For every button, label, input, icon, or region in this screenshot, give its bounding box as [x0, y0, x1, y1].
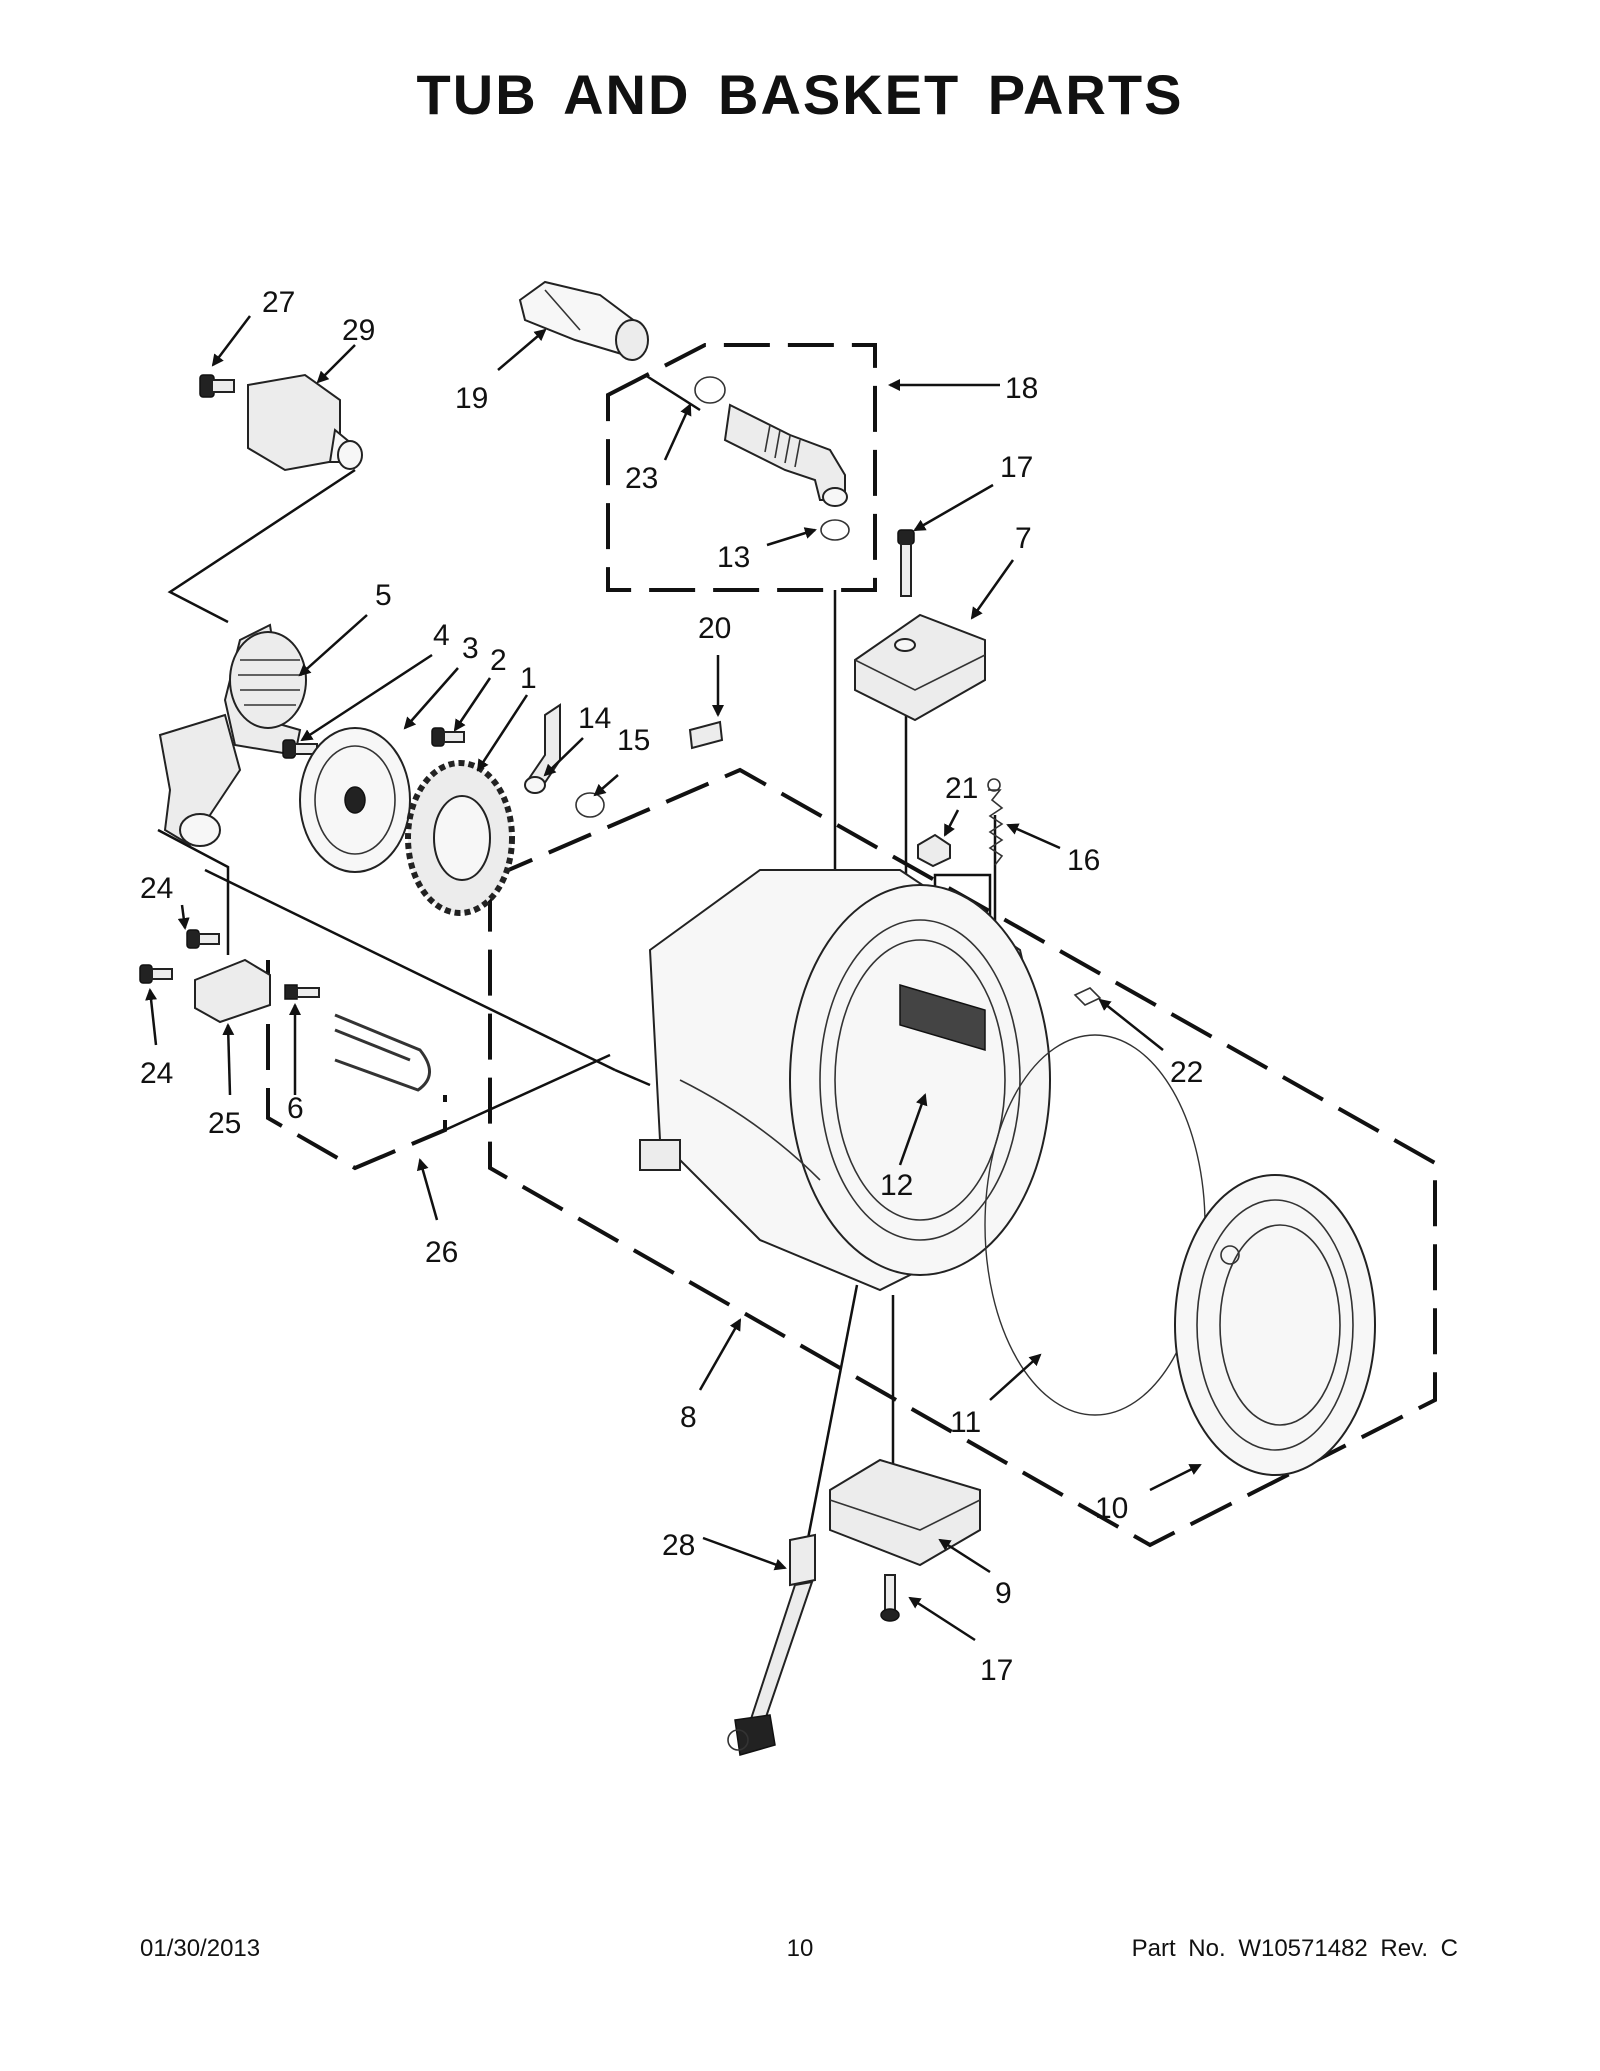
clamp-13-icon [820, 519, 850, 541]
fitting-14-icon [524, 703, 561, 794]
screw-24-upper-icon [186, 929, 220, 949]
screw-4-icon [282, 739, 318, 759]
callout-6: 6 [287, 1092, 304, 1125]
callout-17-bottom: 17 [980, 1654, 1013, 1687]
callout-17-top: 17 [1000, 451, 1033, 484]
callout-19: 19 [455, 382, 488, 415]
screw-27-icon [199, 374, 235, 398]
callout-4: 4 [433, 619, 450, 652]
screw-17-bottom-icon [880, 1574, 900, 1622]
callout-26: 26 [425, 1236, 458, 1269]
clip-22-icon [1073, 987, 1102, 1006]
callout-labels: 27 29 19 18 23 17 13 7 5 4 3 2 1 14 15 2… [140, 286, 1203, 1687]
callout-3: 3 [462, 632, 479, 665]
callout-13: 13 [717, 541, 750, 574]
callout-2: 2 [490, 644, 507, 677]
sensor-housing-25-icon [194, 958, 271, 1024]
screw-24-lower-icon [139, 964, 173, 984]
callout-20: 20 [698, 612, 731, 645]
screw-17-top-icon [897, 529, 915, 597]
callout-25: 25 [208, 1107, 241, 1140]
connection-lines [157, 373, 997, 1581]
callout-18: 18 [1005, 372, 1038, 405]
tub-assembly-group-box [488, 767, 1437, 1548]
clip-20-icon [688, 720, 724, 750]
callout-10: 10 [1095, 1492, 1128, 1525]
counterweight-9-icon [829, 1458, 981, 1567]
spring-16-icon [987, 778, 1004, 866]
callout-24-lower: 24 [140, 1057, 173, 1090]
callout-7: 7 [1015, 522, 1032, 555]
clamp-15-icon [575, 792, 605, 818]
callout-14: 14 [578, 702, 611, 735]
footer-part-number: Part No. W10571482 Rev. C [1131, 1935, 1458, 1962]
hose-18-icon [723, 403, 848, 507]
callout-5: 5 [375, 579, 392, 612]
hose-assembly-group-box [606, 343, 877, 592]
footer-date: 01/30/2013 [140, 1935, 261, 1962]
tub-12-icon [639, 869, 1052, 1292]
front-tub-10-icon [1174, 1174, 1376, 1476]
stator-1-icon [405, 760, 515, 916]
callout-16: 16 [1067, 844, 1100, 877]
damper-28-icon [727, 1533, 816, 1756]
leader-arrows [145, 315, 1202, 1642]
footer-page-number: 10 [786, 1935, 814, 1962]
rotor-3-icon [299, 727, 411, 873]
clip-21-icon [917, 833, 951, 868]
callout-29: 29 [342, 314, 375, 347]
callout-8: 8 [680, 1401, 697, 1434]
callout-23: 23 [625, 462, 658, 495]
pump-bracket-29-icon [247, 373, 363, 472]
heater-group-box [266, 960, 447, 1171]
heater-element-icon [334, 1013, 431, 1092]
screw-2-icon [431, 727, 465, 747]
callout-15: 15 [617, 724, 650, 757]
page-title: TUB AND BASKET PARTS [416, 63, 1184, 126]
callout-11: 11 [950, 1406, 981, 1439]
callout-12: 12 [880, 1169, 913, 1202]
callout-21: 21 [945, 772, 978, 805]
callout-9: 9 [995, 1577, 1012, 1610]
clamp-23-icon [694, 376, 726, 404]
callout-28: 28 [662, 1529, 695, 1562]
bellows-hose-5-icon [158, 623, 307, 847]
callout-22: 22 [1170, 1056, 1203, 1089]
callout-1: 1 [520, 662, 537, 695]
counterweight-7-icon [854, 613, 986, 722]
inlet-duct-19-icon [518, 280, 649, 361]
callout-27: 27 [262, 286, 295, 319]
sensor-6-icon [284, 984, 320, 1000]
callout-24-upper: 24 [140, 872, 173, 905]
